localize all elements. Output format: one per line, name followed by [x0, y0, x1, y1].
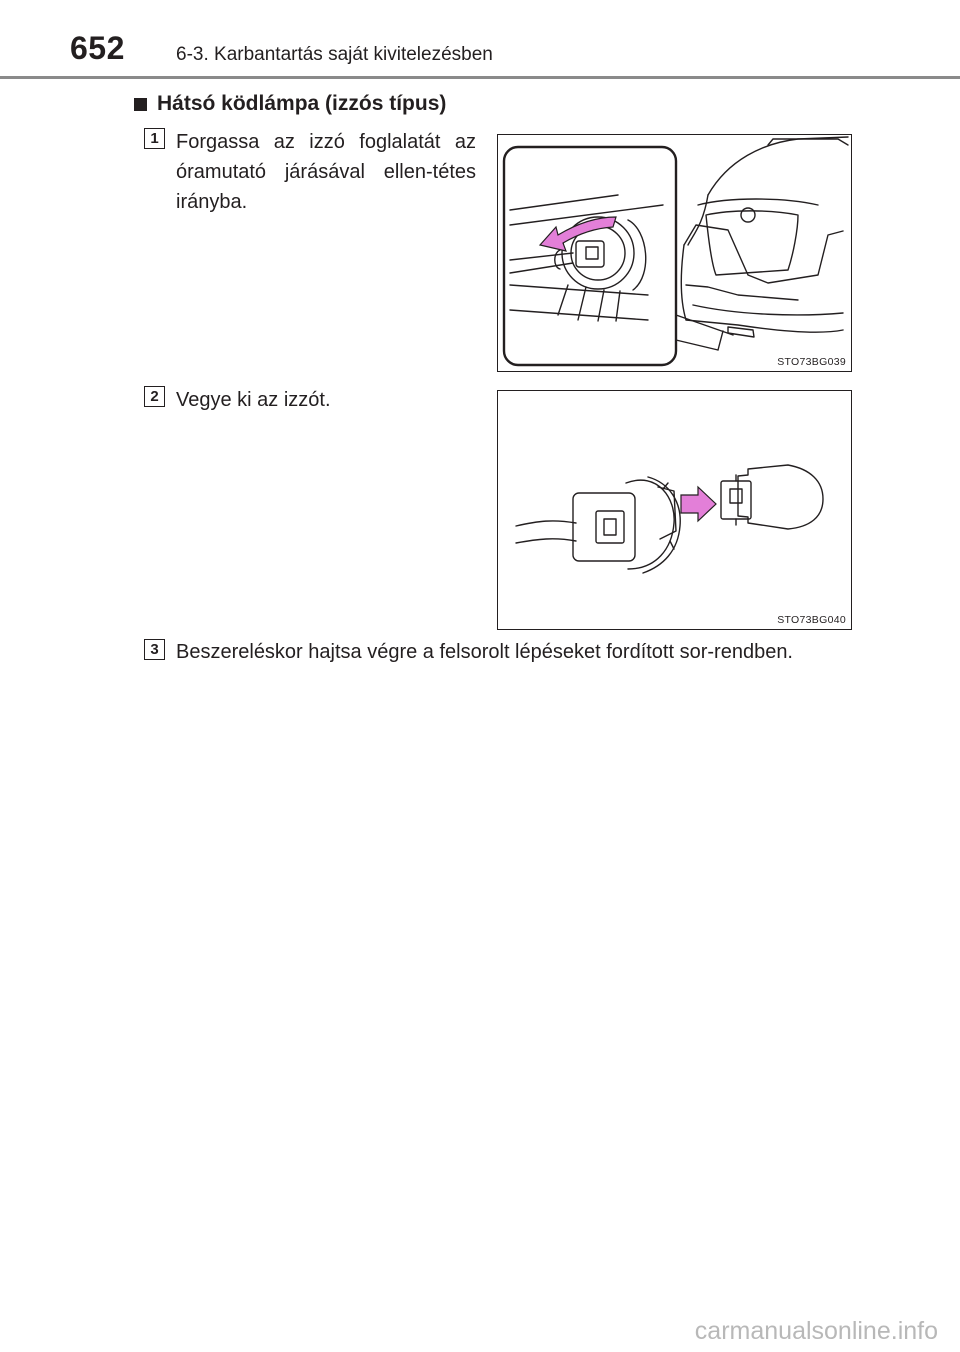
step-text-3: Beszereléskor hajtsa végre a felsorolt l… — [176, 641, 793, 663]
rotate-arrow-icon — [538, 216, 617, 252]
figure-code: STO73BG039 — [777, 356, 846, 368]
step-number-1: 1 — [144, 128, 165, 149]
step-text-1: Forgassa az izzó foglalatát az óramutató… — [176, 131, 476, 213]
bulb-removal-illustration — [515, 464, 824, 574]
section-heading: Hátsó ködlámpa (izzós típus) — [134, 92, 446, 116]
watermark: carmanualsonline.info — [694, 1317, 938, 1345]
heading-text: Hátsó ködlámpa (izzós típus) — [157, 92, 447, 115]
step-text-2: Vegye ki az izzót. — [176, 389, 331, 411]
push-arrow-icon — [680, 485, 717, 523]
step-number-3: 3 — [144, 639, 165, 660]
section-title: 6-3. Karbantartás saját kivitelezésben — [176, 44, 493, 65]
square-bullet-icon — [134, 97, 147, 111]
figure-bulb-removal: STO73BG040 — [497, 390, 852, 630]
page-number: 652 — [70, 30, 125, 66]
step-number-2: 2 — [144, 386, 165, 407]
socket-rotation-illustration — [502, 136, 849, 367]
figure-code: STO73BG040 — [777, 614, 846, 626]
figure-socket-rotation: STO73BG039 — [497, 134, 852, 372]
header-rule — [0, 76, 960, 79]
